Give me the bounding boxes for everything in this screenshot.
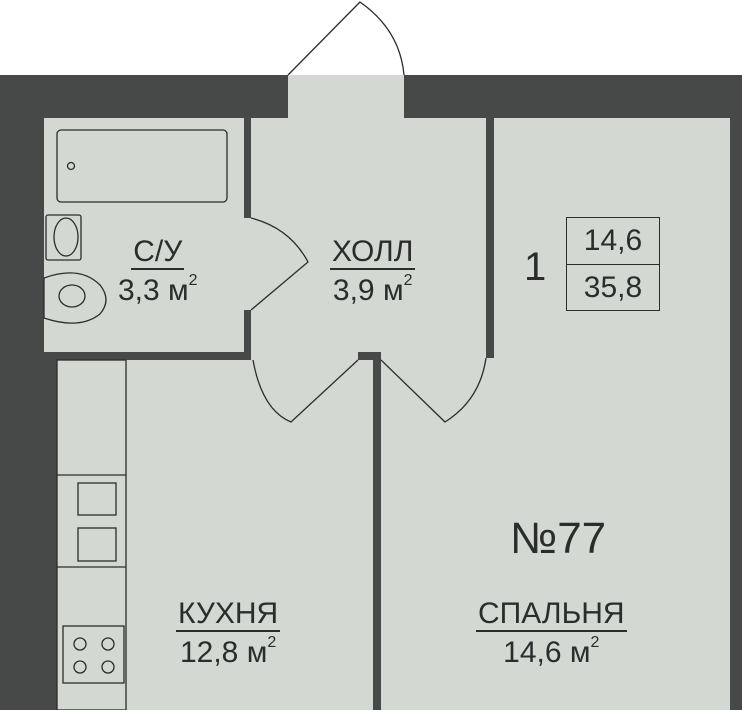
room-area: 3,3 м2 [118,272,198,308]
unit-sup: 2 [267,634,277,651]
kitchen-counter [56,359,127,710]
room-name: С/У [131,235,185,270]
total-area: 35,8 [583,271,643,304]
bathroom-door[interactable] [250,217,309,311]
kitchen-door[interactable] [252,359,359,423]
area-value: 12,8 м [179,636,268,669]
room-area: 14,6 м2 [476,634,627,670]
unit-sup: 2 [403,272,413,289]
area-value: 3,3 м [118,274,189,307]
living-area: 14,6 [567,218,659,265]
unit-sup: 2 [188,272,198,289]
room-bedroom: СПАЛЬНЯ 14,6 м2 [476,597,627,670]
toilet-icon [43,272,107,324]
room-area: 12,8 м2 [176,634,280,670]
room-kitchen: КУХНЯ 12,8 м2 [176,597,281,670]
room-area: 3,9 м2 [330,272,415,308]
area-summary-box: 14,6 35,8 [566,217,660,311]
room-name: ХОЛЛ [330,235,416,270]
entrance-door[interactable] [287,1,405,76]
walls [0,75,742,710]
area-value: 14,6 м [503,636,591,669]
sink-icon [45,214,82,261]
room-hall: ХОЛЛ 3,9 м2 [330,235,416,308]
room-name: СПАЛЬНЯ [476,597,627,632]
kitchen-sink-icon [77,482,117,516]
apartment-number: №77 [510,514,607,563]
area-value: 3,9 м [332,274,404,307]
rooms-count: 1 [524,245,547,289]
unit-sup: 2 [590,634,600,651]
room-bathroom: С/У 3,3 м2 [118,235,198,308]
floor [44,75,734,710]
room-name: КУХНЯ [176,597,281,632]
stove-icon [62,625,125,684]
bedroom-door[interactable] [380,357,487,423]
bathtub-icon [56,129,228,203]
